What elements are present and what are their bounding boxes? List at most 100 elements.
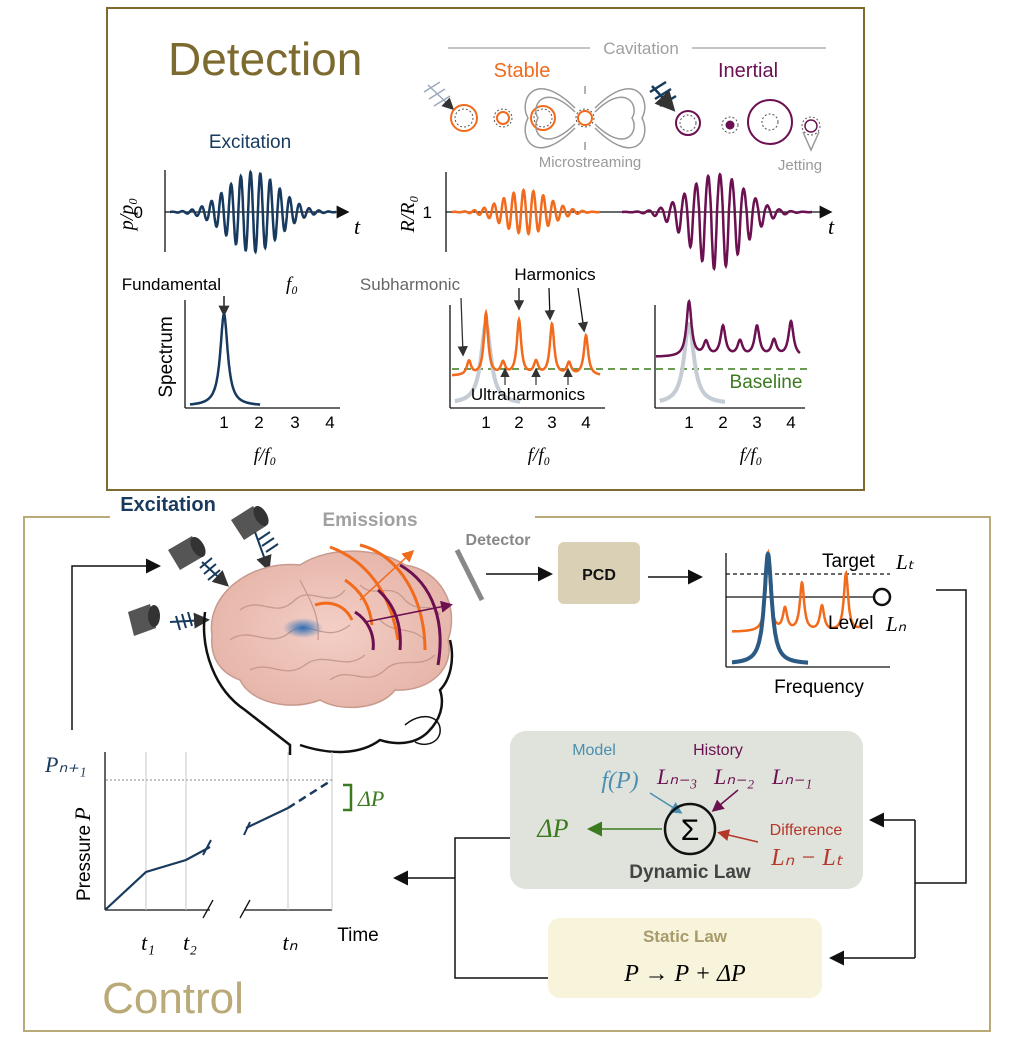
- emission-arcs: [314, 543, 453, 666]
- svg-text:2: 2: [718, 413, 727, 432]
- delta-p-bracket: [343, 783, 353, 812]
- model-label: Model: [572, 742, 616, 759]
- microstreaming-field: [524, 86, 646, 150]
- detection-panel: Detection Cavitation Stable Inertial: [106, 7, 865, 491]
- control-spectrum-navy: [731, 551, 809, 665]
- spectrum2-xlabel: f/f₀: [528, 445, 550, 466]
- svg-text:4: 4: [581, 413, 590, 432]
- excitation-t-label: t: [354, 214, 361, 239]
- pressure-trace-late: [245, 807, 289, 829]
- radius-t-label: t: [828, 214, 835, 239]
- static-law-title: Static Law: [643, 927, 728, 946]
- frequency-label: Frequency: [774, 677, 864, 698]
- time-gridlines: [145, 752, 333, 910]
- sum-node: [663, 802, 717, 856]
- control-title: Control: [102, 974, 244, 1023]
- detection-title: Detection: [168, 33, 362, 85]
- subharmonic-arrow: [457, 297, 468, 357]
- subharmonic-label: Subharmonic: [360, 275, 461, 294]
- pcd-box: [558, 542, 640, 604]
- control-frame: [23, 516, 991, 1032]
- stable-bubbles: [450, 104, 595, 132]
- baseline-label: Baseline: [730, 372, 803, 393]
- spectrum3-baseline-curve: [658, 322, 726, 404]
- fundamental-label: Fundamental: [122, 275, 221, 294]
- spectrum1-ticks: 1 2 3 4: [219, 413, 334, 432]
- inertial-wave-icon: [649, 80, 677, 112]
- spectrum3-xlabel: f/f₀: [740, 445, 762, 466]
- feedback-arrow-to-excitation: [71, 558, 161, 730]
- level-sym: Lₙ: [885, 612, 907, 636]
- level-marker: [872, 587, 892, 607]
- spectrum2-ticks: 1 2 3 4: [481, 413, 590, 432]
- harmonic-arrow-3: [544, 287, 555, 321]
- spectrum-to-laws-connector: [915, 589, 967, 884]
- difference-arrow: [717, 829, 759, 843]
- svg-text:Lₙ₋₁: Lₙ₋₁: [771, 764, 812, 789]
- svg-text:4: 4: [786, 413, 795, 432]
- svg-text:4: 4: [325, 413, 334, 432]
- svg-text:1: 1: [684, 413, 693, 432]
- pcd-label: PCD: [582, 567, 616, 584]
- delta-p-label: ΔP: [357, 786, 384, 811]
- axis-break-left: [202, 899, 214, 919]
- axis-break-right: [239, 899, 251, 919]
- excitation-wave-icons: [169, 531, 279, 631]
- svg-text:1: 1: [481, 413, 490, 432]
- static-law-expression: P → P + ΔP: [623, 961, 746, 987]
- cavitation-label: Cavitation: [603, 39, 679, 58]
- spectrum2-curve: [452, 308, 601, 377]
- control-panel: Control Excitation Emissions: [23, 494, 991, 1032]
- sum-symbol: Σ: [681, 814, 700, 847]
- spectrum1-xlabel: f/f₀: [254, 445, 276, 466]
- harmonics-label: Harmonics: [514, 265, 595, 284]
- inertial-label: Inertial: [718, 60, 778, 82]
- svg-text:3: 3: [752, 413, 761, 432]
- harmonic-arrow-4: [577, 287, 589, 333]
- head-outline: [202, 611, 292, 755]
- fundamental-f0: f₀: [286, 274, 298, 295]
- difference-label: Difference: [770, 822, 843, 839]
- excitation-zero: 0: [134, 203, 143, 222]
- spectrum3-ticks: 1 2 3 4: [684, 413, 795, 432]
- microstreaming-label: Microstreaming: [539, 154, 642, 171]
- detector-label: Detector: [466, 532, 531, 549]
- model-function: f(P): [601, 768, 638, 794]
- target-sym: Lₜ: [895, 550, 915, 574]
- t1-label: t₁: [141, 930, 155, 955]
- spectrum1-curve: [190, 312, 261, 406]
- svg-text:3: 3: [547, 413, 556, 432]
- pressure-trace-predicted: [287, 778, 333, 810]
- pressure-ylabel: Pressure: [74, 825, 95, 901]
- spectrum3-curve: [656, 298, 801, 358]
- transducer-icon: [128, 506, 269, 636]
- control-spectrum-orange: [732, 548, 864, 633]
- history-arrow: [711, 789, 739, 812]
- ultraharmonics-label: Ultraharmonics: [471, 385, 585, 404]
- radius-one: 1: [423, 203, 432, 222]
- history-label: History: [693, 742, 743, 759]
- jetting-label: Jetting: [778, 157, 822, 174]
- brain-illustration: [202, 550, 454, 755]
- stable-label: Stable: [494, 60, 551, 82]
- radius-ylabel: R/R₀: [397, 195, 419, 233]
- excitation-label: Excitation: [209, 132, 291, 153]
- static-law-box: [548, 918, 822, 998]
- time-label: Time: [337, 925, 379, 946]
- laws-join-connector: [454, 837, 548, 979]
- svg-text:2: 2: [514, 413, 523, 432]
- t2-label: t₂: [183, 930, 197, 955]
- target-label: Target: [822, 551, 876, 572]
- trace-break-left: [202, 839, 212, 856]
- svg-text:Lₙ₋₃: Lₙ₋₃: [656, 764, 697, 789]
- dynamic-law-title: Dynamic Law: [629, 862, 751, 883]
- svg-text:1: 1: [219, 413, 228, 432]
- inertial-waveform: [622, 172, 812, 271]
- excitation-waveform: [169, 169, 337, 255]
- spectrum-ylabel: Spectrum: [156, 316, 177, 397]
- emissions-label: Emissions: [322, 510, 417, 531]
- svg-text:3: 3: [290, 413, 299, 432]
- svg-text:2: 2: [254, 413, 263, 432]
- difference-expression: Lₙ − Lₜ: [770, 845, 843, 871]
- level-label: Level: [828, 613, 873, 634]
